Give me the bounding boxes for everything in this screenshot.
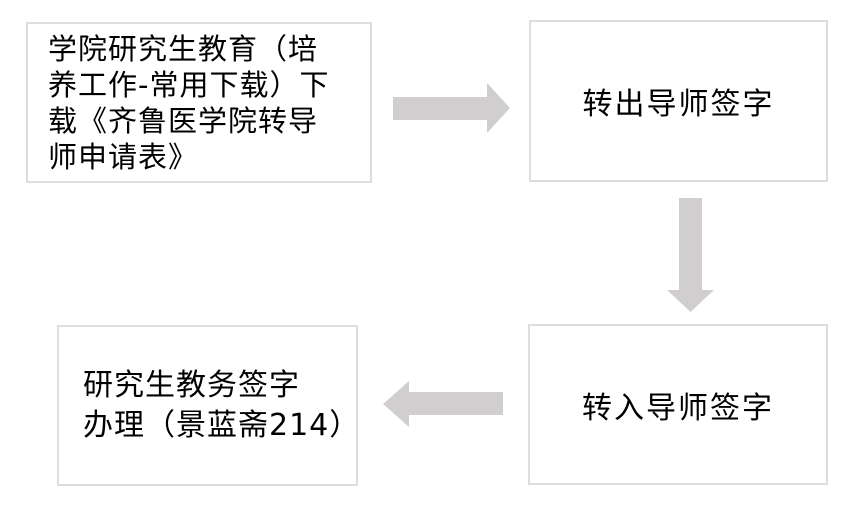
arrow-left-icon bbox=[383, 381, 503, 427]
flow-step-transfer-in-supervisor-label: 转入导师签字 bbox=[582, 390, 774, 426]
flow-step-download-form-label: 学院研究生教育（培 养工作-常用下载）下 载《齐鲁医学院转导 师申请表》 bbox=[48, 31, 330, 174]
flow-step-transfer-out-supervisor: 转出导师签字 bbox=[529, 20, 828, 182]
flow-step-transfer-in-supervisor: 转入导师签字 bbox=[528, 324, 828, 485]
flow-step-graduate-affairs: 研究生教务签字 办理（景蓝斋214） bbox=[57, 325, 361, 486]
flow-step-graduate-affairs-label: 研究生教务签字 办理（景蓝斋214） bbox=[83, 367, 361, 443]
flow-step-transfer-out-supervisor-label: 转出导师签字 bbox=[582, 87, 775, 122]
arrow-down-icon bbox=[667, 198, 714, 312]
arrow-right-icon bbox=[393, 83, 510, 133]
flow-step-download-form: 学院研究生教育（培 养工作-常用下载）下 载《齐鲁医学院转导 师申请表》 bbox=[26, 22, 372, 183]
